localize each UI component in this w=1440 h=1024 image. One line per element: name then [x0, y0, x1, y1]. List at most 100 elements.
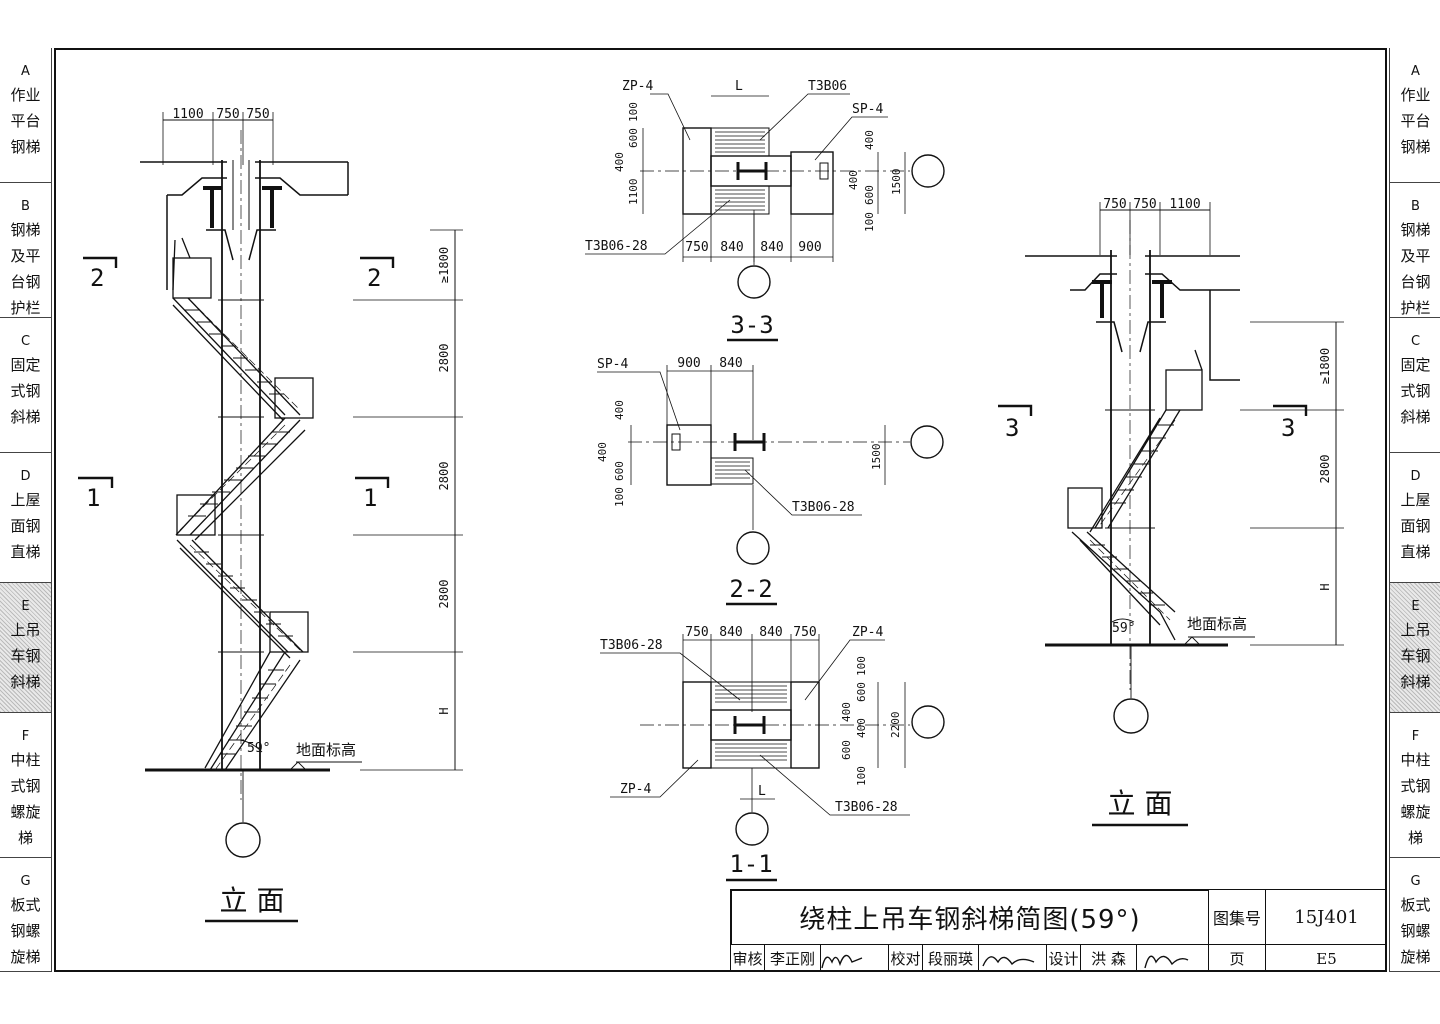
tab-label-line: 式钢	[10, 382, 41, 400]
left-top-dim-1: 1100	[172, 107, 203, 122]
tab-label-line: 梯	[17, 829, 33, 847]
tab-code: G	[1410, 874, 1421, 889]
s33-bottom-dim-3: 840	[760, 240, 783, 255]
tab-label-line: 平台	[1400, 112, 1431, 130]
tab-code: C	[1410, 334, 1421, 349]
tab-label-line: 固定	[1400, 356, 1431, 374]
tab-label-line: 钢梯	[1400, 221, 1431, 239]
drawing-title: 绕柱上吊车钢斜梯简图(59°)	[730, 889, 1208, 944]
designer-name: 洪 森	[1080, 944, 1136, 972]
tab-code: B	[21, 199, 30, 214]
s11-right-dim-7: 2200	[889, 712, 902, 739]
right-dim-right-2: 2800	[1318, 455, 1332, 484]
s33-left-dim-2: 600	[627, 128, 640, 148]
left-dim-right-4: 2800	[437, 580, 451, 609]
tab-code: F	[21, 729, 30, 744]
s33-label-L: L	[735, 79, 743, 94]
s22-title: 2-2	[729, 575, 772, 603]
atlas-label: 图集号	[1208, 889, 1265, 944]
check-label: 校对	[888, 944, 922, 972]
s33-left-dim-3: 400	[613, 152, 626, 172]
tab-label-line: 及平	[1400, 247, 1431, 265]
tab-label-line: 直梯	[1400, 543, 1431, 561]
reviewer-signature	[820, 944, 888, 972]
s33-right-dim-2: 400	[847, 170, 860, 190]
right-dim-right-1: ≥1800	[1318, 348, 1332, 384]
left-dim-right-1: ≥1800	[437, 247, 451, 283]
s11-label-zp4-bottom: ZP-4	[620, 782, 651, 797]
tab-code: G	[20, 874, 31, 889]
s11-title: 1-1	[729, 850, 772, 878]
tab-label-line: 上吊	[1400, 621, 1431, 639]
s11-label-L: L	[758, 784, 766, 799]
s22-right-dim-1: 1500	[870, 444, 883, 471]
tab-label-line: 车钢	[10, 647, 41, 665]
checker-signature	[978, 944, 1046, 972]
tab-label-line: 钢梯	[10, 138, 41, 156]
tab-label-line: 式钢	[10, 777, 41, 795]
tab-label-line: 台钢	[10, 273, 41, 291]
tab-code: E	[21, 599, 30, 614]
s33-bottom-dim-4: 900	[798, 240, 821, 255]
right-ground-label: 地面标高	[1187, 615, 1247, 633]
tab-label-line: 式钢	[1400, 777, 1431, 795]
tab-label-line: 螺旋	[1400, 803, 1431, 821]
right-dim-right-3: H	[1318, 583, 1332, 590]
page-label: 页	[1208, 944, 1265, 972]
review-label: 审核	[730, 944, 764, 972]
tab-label-line: 平台	[10, 112, 41, 130]
tab-label-line: 上屋	[10, 491, 41, 509]
s22-left-dim-1: 400	[613, 400, 626, 420]
tab-label-line: 作业	[10, 86, 41, 104]
left-ground-label: 地面标高	[296, 741, 356, 759]
s11-top-dim-2: 840	[719, 625, 742, 640]
tab-label-line: 台钢	[1400, 273, 1431, 291]
tab-label-line: 中柱	[10, 751, 41, 769]
right-section-mark-3a: 3	[1005, 414, 1019, 442]
right-section-mark-3b: 3	[1281, 414, 1295, 442]
s11-label-t3b06-28-bottom: T3B06-28	[835, 800, 898, 815]
s33-label-t3b06: T3B06	[808, 79, 847, 94]
tab-label-line: 中柱	[1400, 751, 1431, 769]
s33-right-dim-1: 400	[863, 130, 876, 150]
tab-label-line: 旋梯	[10, 948, 41, 966]
tab-label-line: 护栏	[10, 299, 41, 317]
s11-right-dim-5: 600	[840, 740, 853, 760]
section-1-1: T3B06-28 ZP-4 ZP-4 T3B06-28 L 750 840 84…	[600, 625, 945, 882]
s33-right-dim-4: 600	[863, 185, 876, 205]
left-section-mark-1b: 1	[363, 484, 377, 512]
tab-label-line: 及平	[10, 247, 41, 265]
s33-label-t3b06-28: T3B06-28	[585, 239, 648, 254]
tab-label-line: 钢螺	[10, 922, 41, 940]
left-dim-right-5: H	[437, 707, 451, 714]
right-elevation: 750 750 1100 59° 地面标高 ≥1800 2800	[998, 197, 1344, 827]
s11-right-dim-4: 400	[855, 718, 868, 738]
tab-label-line: 板式	[1400, 896, 1431, 914]
s22-label-t3b06-28: T3B06-28	[792, 500, 855, 515]
s11-top-dim-4: 750	[793, 625, 816, 640]
atlas-number: 15J401	[1265, 889, 1387, 944]
tab-label-line: 车钢	[1400, 647, 1431, 665]
right-elevation-title: 立 面	[1108, 787, 1173, 820]
tab-code: F	[1411, 729, 1420, 744]
tab-code: C	[20, 334, 31, 349]
s11-right-dim-2: 600	[855, 682, 868, 702]
s22-label-sp4: SP-4	[597, 357, 628, 372]
section-2-2: SP-4 T3B06-28 900 840 400 400 100 600 15…	[596, 356, 944, 606]
s22-top-dim-2: 840	[719, 356, 742, 371]
